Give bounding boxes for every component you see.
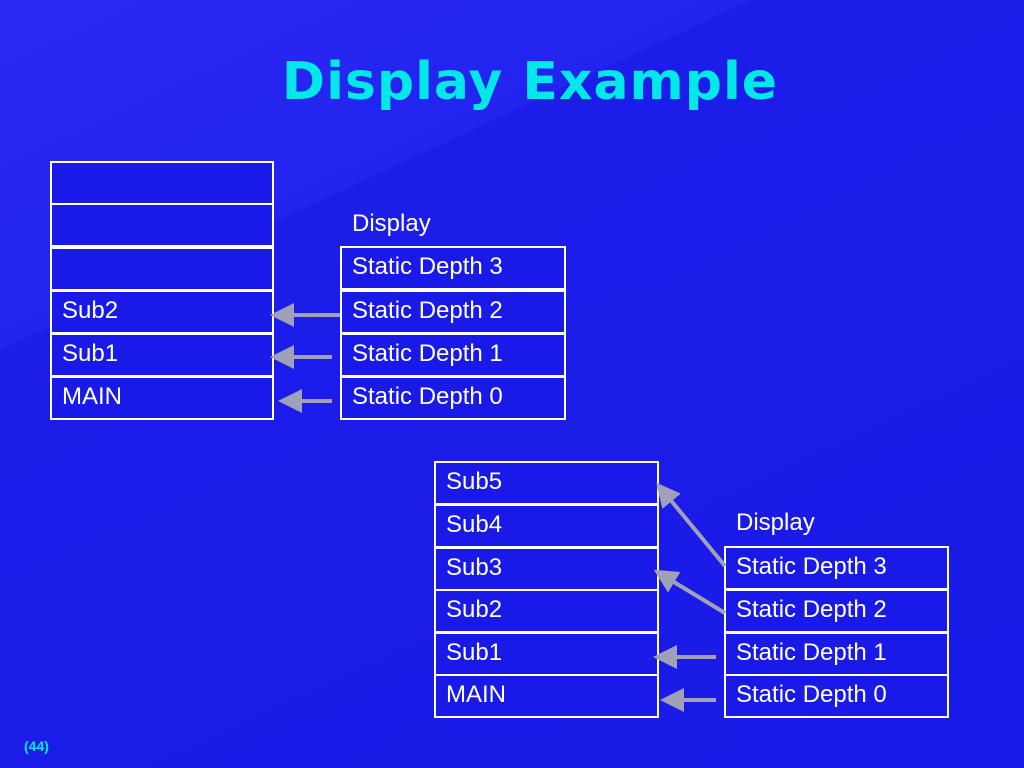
stack-2-cell: MAIN bbox=[434, 674, 659, 718]
display-1-cell: Static Depth 0 bbox=[340, 376, 566, 420]
slide-title: Display Example bbox=[281, 52, 779, 112]
display-1-cell: Static Depth 3 bbox=[340, 246, 566, 290]
display-1-cell: Static Depth 2 bbox=[340, 290, 566, 334]
display-2-label: Display bbox=[736, 509, 815, 536]
display-1-label: Display bbox=[352, 210, 431, 237]
stack-2-cell: Sub4 bbox=[434, 504, 659, 548]
stack-1-cell bbox=[50, 247, 274, 291]
stack-1-cell: MAIN bbox=[50, 376, 274, 420]
display-2-cell: Static Depth 3 bbox=[724, 546, 949, 590]
display-2-cell: Static Depth 1 bbox=[724, 632, 949, 676]
slide-number: (44) bbox=[24, 738, 49, 754]
arrow-depth3-to-sub5 bbox=[656, 482, 727, 568]
stack-1-cell bbox=[50, 203, 274, 247]
display-1-cell: Static Depth 1 bbox=[340, 333, 566, 377]
arrow-depth2-to-sub3 bbox=[653, 569, 727, 615]
display-2-cell: Static Depth 0 bbox=[724, 674, 949, 718]
